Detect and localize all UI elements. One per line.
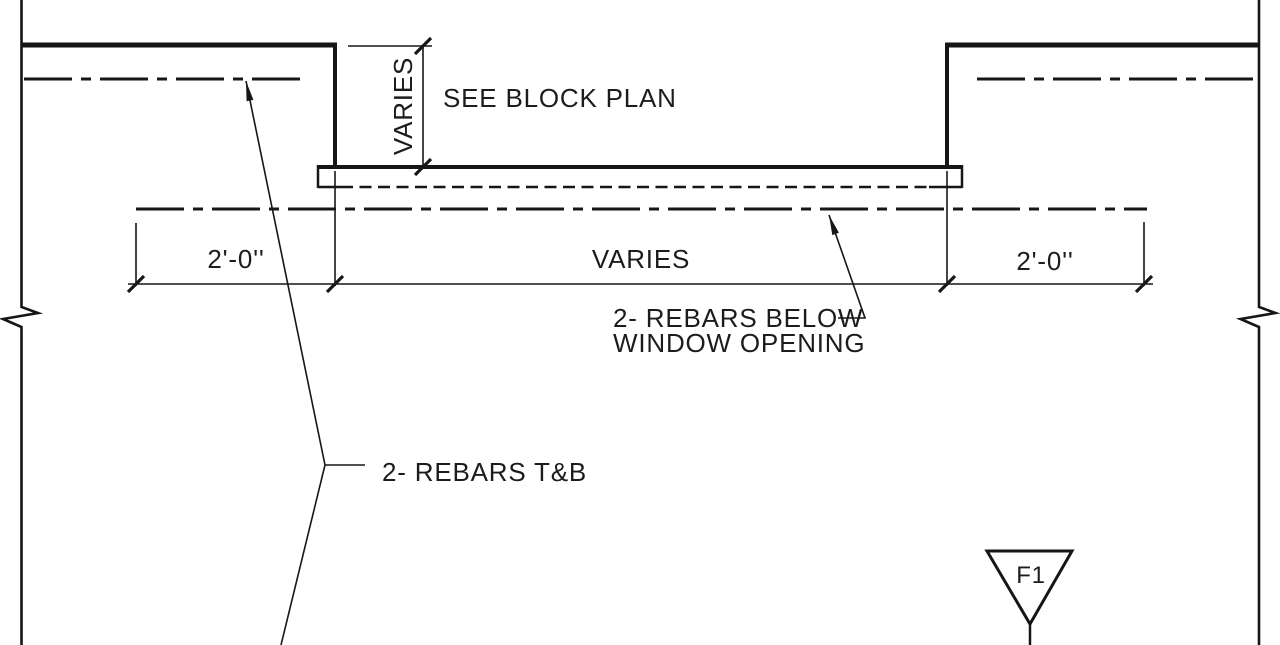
dim-tick xyxy=(413,157,433,177)
varies-vertical-dim-label: VARIES xyxy=(388,56,418,156)
dim-tick xyxy=(1134,274,1154,294)
break-line-left xyxy=(0,0,44,645)
dim-tick xyxy=(325,274,345,294)
rebars-below-window-line2: WINDOW OPENING xyxy=(613,328,866,358)
dim-label-opening-width: VARIES xyxy=(591,244,691,274)
dim-tick xyxy=(937,274,957,294)
dim-label-right-pier: 2'-0'' xyxy=(1016,246,1074,276)
f1-marker-label: F1 xyxy=(1016,562,1046,589)
leader-rebars-below xyxy=(828,214,867,319)
rebars-below-window-note: 2- REBARS BELOW WINDOW OPENING xyxy=(613,303,866,358)
leader-arrowhead xyxy=(829,215,839,236)
rebars-below-window-line1: 2- REBARS BELOW xyxy=(613,303,864,333)
see-block-plan-note: SEE BLOCK PLAN xyxy=(443,83,677,113)
f1-marker-triangle xyxy=(984,549,1075,627)
break-line-right xyxy=(1235,0,1280,645)
dim-tick xyxy=(413,36,433,56)
dim-tick xyxy=(126,274,146,294)
rebars-tb-note: 2- REBARS T&B xyxy=(382,457,587,487)
leader-rebars-tb xyxy=(245,80,326,645)
leader-arrowhead xyxy=(246,81,254,102)
dim-label-left-pier: 2'-0'' xyxy=(207,244,265,274)
